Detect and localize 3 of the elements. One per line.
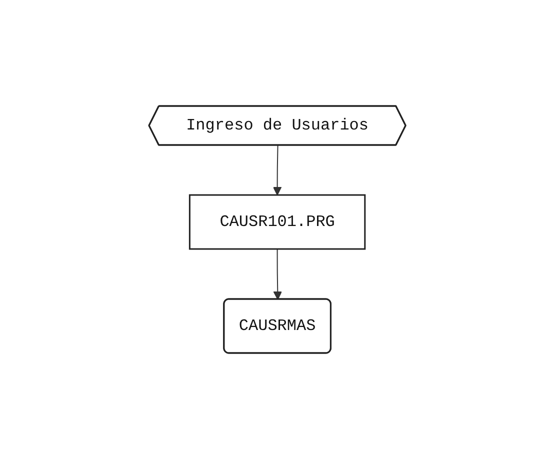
- node-box: CAUSR101.PRG: [188, 194, 366, 250]
- arrow: [272, 248, 282, 300]
- arrow: [272, 144, 282, 195]
